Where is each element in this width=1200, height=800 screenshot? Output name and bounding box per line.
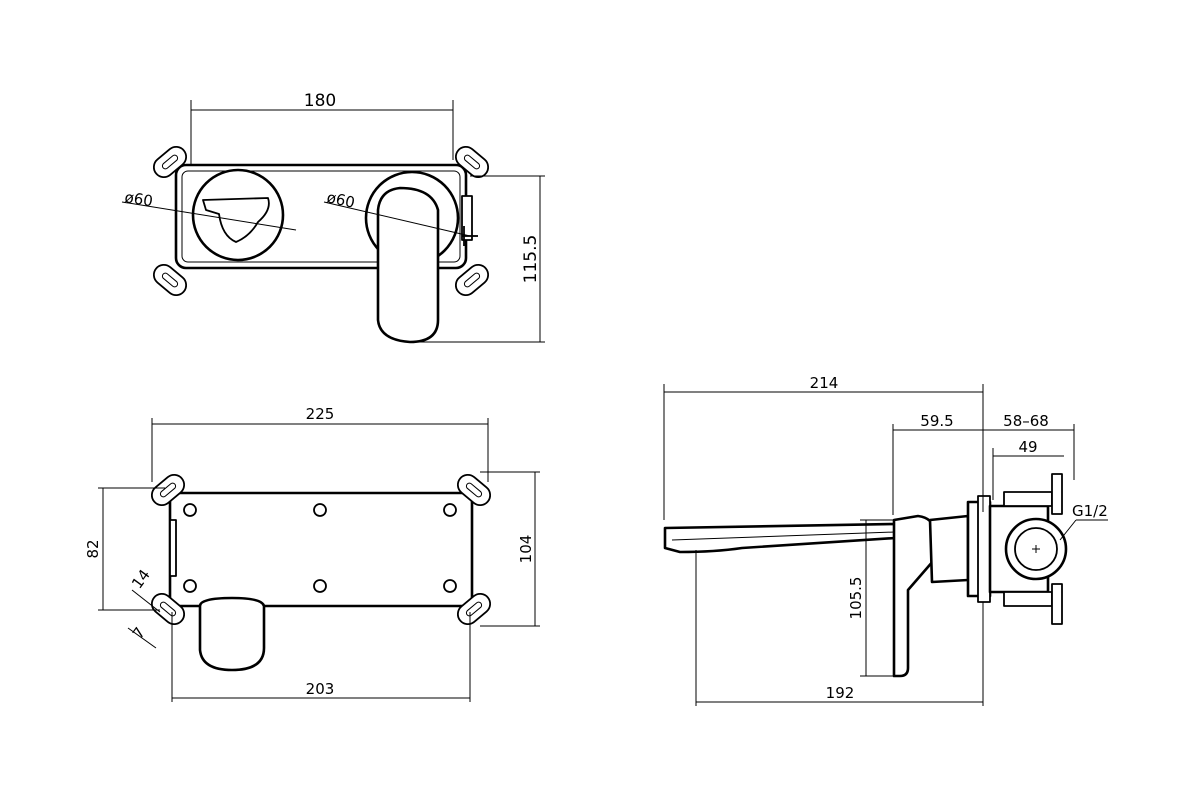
back-view-mounting-ears (150, 473, 492, 626)
back-view-lever (198, 596, 266, 672)
top-view-dia-left-label: ø60 (123, 188, 154, 210)
side-view-thread-label: G1/2 (1072, 502, 1108, 520)
side-view-mid-label: 59.5 (920, 412, 953, 430)
top-view-lever (376, 186, 440, 344)
side-view: 214 59.5 58–68 49 G1/2 105.5 192 (663, 374, 1108, 706)
back-view-screw-holes (183, 503, 457, 593)
side-view-body (928, 514, 970, 584)
back-view-bottom-width-label: 203 (306, 680, 335, 698)
top-view-height-label: 115.5 (521, 235, 541, 284)
back-view-right-height-label: 104 (517, 535, 535, 564)
side-view-overall-label: 214 (810, 374, 839, 392)
side-view-lever (892, 514, 936, 678)
side-view-spout (663, 522, 897, 554)
back-view: 225 203 82 104 14 7 (84, 405, 540, 702)
top-view-spout-outlet (202, 197, 270, 243)
top-view-dia-right-label: ø60 (325, 188, 356, 211)
side-view-range-label: 58–68 (1003, 412, 1049, 430)
top-view-left-escutcheon (191, 168, 285, 262)
back-view-plate (168, 491, 474, 608)
back-view-slot-label-a: 14 (128, 566, 154, 592)
back-view-left-height-label: 82 (84, 539, 102, 558)
side-view-height-label: 105.5 (847, 577, 865, 620)
top-view-mounting-ears (152, 145, 490, 297)
back-view-top-width-label: 225 (306, 405, 335, 423)
side-view-body-label: 49 (1018, 438, 1037, 456)
top-view-width-label: 180 (304, 91, 336, 111)
back-view-slot-label-b: 7 (129, 624, 149, 642)
side-view-spout-label: 192 (826, 684, 855, 702)
top-view: 180 115.5 ø60 ø60 (121, 91, 545, 344)
